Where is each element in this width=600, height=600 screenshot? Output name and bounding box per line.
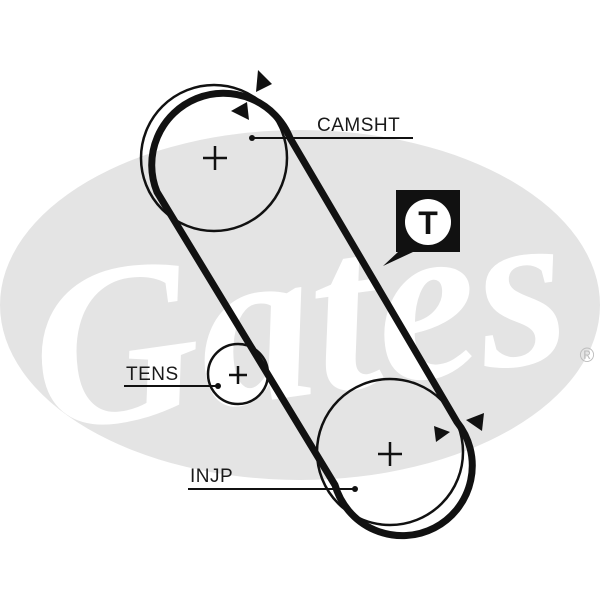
- badge-circle: [405, 199, 451, 245]
- crosshair-icon: [203, 146, 227, 170]
- injection-pump-leader-dot: [352, 486, 358, 492]
- camshaft-label: CAMSHT: [317, 115, 400, 136]
- timing-belt: [148, 89, 476, 540]
- rotation-arrow-icon: [434, 426, 450, 442]
- rotation-arrow-icon: [466, 413, 484, 431]
- crosshair-icon: [229, 366, 247, 384]
- camshaft-leader-dot: [249, 135, 255, 141]
- registered-mark: ®: [580, 345, 595, 367]
- rotation-arrow-icon: [256, 70, 272, 92]
- camshaft-pulley: [139, 83, 289, 233]
- injection-pump-label: INJP: [190, 466, 233, 487]
- rotation-arrow-icon: [231, 102, 249, 120]
- tensioner-badge-icon: T: [383, 190, 460, 266]
- tensioner-leader-dot: [215, 383, 221, 389]
- crosshair-icon: [378, 442, 402, 466]
- badge-letter: T: [418, 205, 438, 241]
- tensioner-label: TENS: [126, 364, 179, 385]
